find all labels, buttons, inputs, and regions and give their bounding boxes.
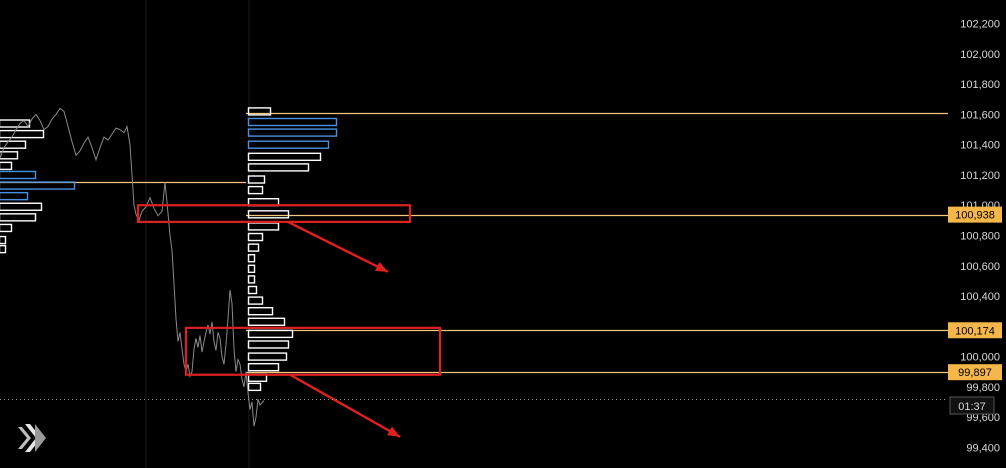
horizontal-levels	[0, 112, 948, 374]
price-tag-box	[948, 322, 1002, 339]
y-tick-label: 99,600	[966, 412, 1000, 424]
y-tick-label: 101,200	[960, 170, 1000, 182]
volume-profile-left-bar	[0, 202, 43, 211]
volume-profile-left-bar	[0, 170, 37, 180]
volume-profile-right-bar	[247, 175, 266, 184]
volume-profile-right-bar	[247, 243, 260, 252]
price-tag-label: 100,938	[955, 210, 995, 222]
y-tick-label: 101,600	[960, 109, 1000, 121]
y-tick-label: 100,600	[960, 261, 1000, 273]
highlight-box-1	[184, 326, 442, 376]
price-series	[0, 107, 265, 427]
highlight-box-0	[136, 204, 412, 223]
highlight-boxes	[136, 204, 442, 376]
price-tags: 100,938 100,174 99,897	[948, 206, 1002, 381]
arrow-head-0	[375, 262, 388, 272]
volume-profile-right-bar	[247, 275, 256, 284]
volume-profile-left-bar	[0, 191, 29, 201]
arrow-head-1	[387, 426, 400, 437]
volume-profile-left-bar	[0, 181, 76, 190]
price-tag-label: 99,897	[958, 367, 992, 379]
volume-profile-left-bar	[0, 140, 27, 149]
price-tag-box	[948, 206, 1002, 223]
volume-profile-right-bar	[247, 285, 258, 295]
volume-profile-right-bar	[247, 117, 338, 127]
volume-profile-right-bar	[247, 152, 322, 162]
volume-profile-right-bar	[247, 362, 280, 372]
price-axis[interactable]: 102,200 102,000 101,800 101,600 101,400 101,2…	[960, 19, 1000, 455]
volume-profile-left-bar	[0, 151, 19, 160]
y-tick-label: 99,800	[966, 382, 1000, 394]
volume-profile-left-bar	[0, 129, 45, 139]
volume-profile-left-bar	[0, 244, 7, 254]
volume-profile-right-bar	[247, 107, 272, 116]
volume-profile-right-bar	[247, 296, 264, 305]
countdown-box	[949, 396, 995, 415]
countdown-label: 01:37	[958, 401, 986, 413]
y-tick-label: 102,000	[960, 49, 1000, 61]
volume-profile-right-bar	[247, 264, 256, 274]
volume-profile-left	[0, 119, 76, 254]
price-tag-label: 100,174	[955, 325, 995, 337]
volume-profile-left-bar	[0, 235, 7, 245]
volume-profile-right	[247, 107, 338, 392]
y-tick-label: 101,800	[960, 79, 1000, 91]
volume-profile-right-bar	[247, 329, 294, 339]
volume-profile-right-bar	[247, 185, 264, 195]
y-tick-label: 101,400	[960, 140, 1000, 152]
price-line	[0, 107, 265, 427]
y-tick-label: 99,400	[966, 442, 1000, 454]
countdown-badge: 01:37	[949, 396, 995, 415]
volume-profile-right-bar	[247, 163, 310, 172]
volume-profile-right-bar	[247, 306, 274, 316]
volume-profile-right-bar	[247, 140, 330, 149]
brand-logo-icon	[18, 424, 46, 452]
y-tick-label: 102,200	[960, 19, 1000, 31]
y-tick-label: 100,400	[960, 291, 1000, 303]
volume-profile-left-bar	[0, 161, 13, 171]
volume-profile-left-bar	[0, 223, 13, 233]
arrow-shaft-1	[289, 373, 401, 438]
arrow-shaft-0	[287, 220, 389, 273]
volume-profile-right-bar	[247, 210, 290, 219]
volume-profile-right-bar	[247, 340, 290, 349]
volume-profile-right-bar	[247, 128, 338, 137]
volume-profile-right-bar	[247, 382, 262, 392]
annotation-arrows	[287, 220, 401, 438]
y-tick-label: 100,800	[960, 231, 1000, 243]
volume-profile-right-bar	[247, 232, 264, 242]
y-tick-label: 100,000	[960, 352, 1000, 364]
volume-profile-left-bar	[0, 213, 37, 222]
volume-profile-right-bar	[247, 254, 256, 263]
volume-profile-right-bar	[247, 317, 286, 326]
price-tag-box	[948, 364, 1002, 381]
volume-profile-right-bar	[247, 352, 288, 361]
